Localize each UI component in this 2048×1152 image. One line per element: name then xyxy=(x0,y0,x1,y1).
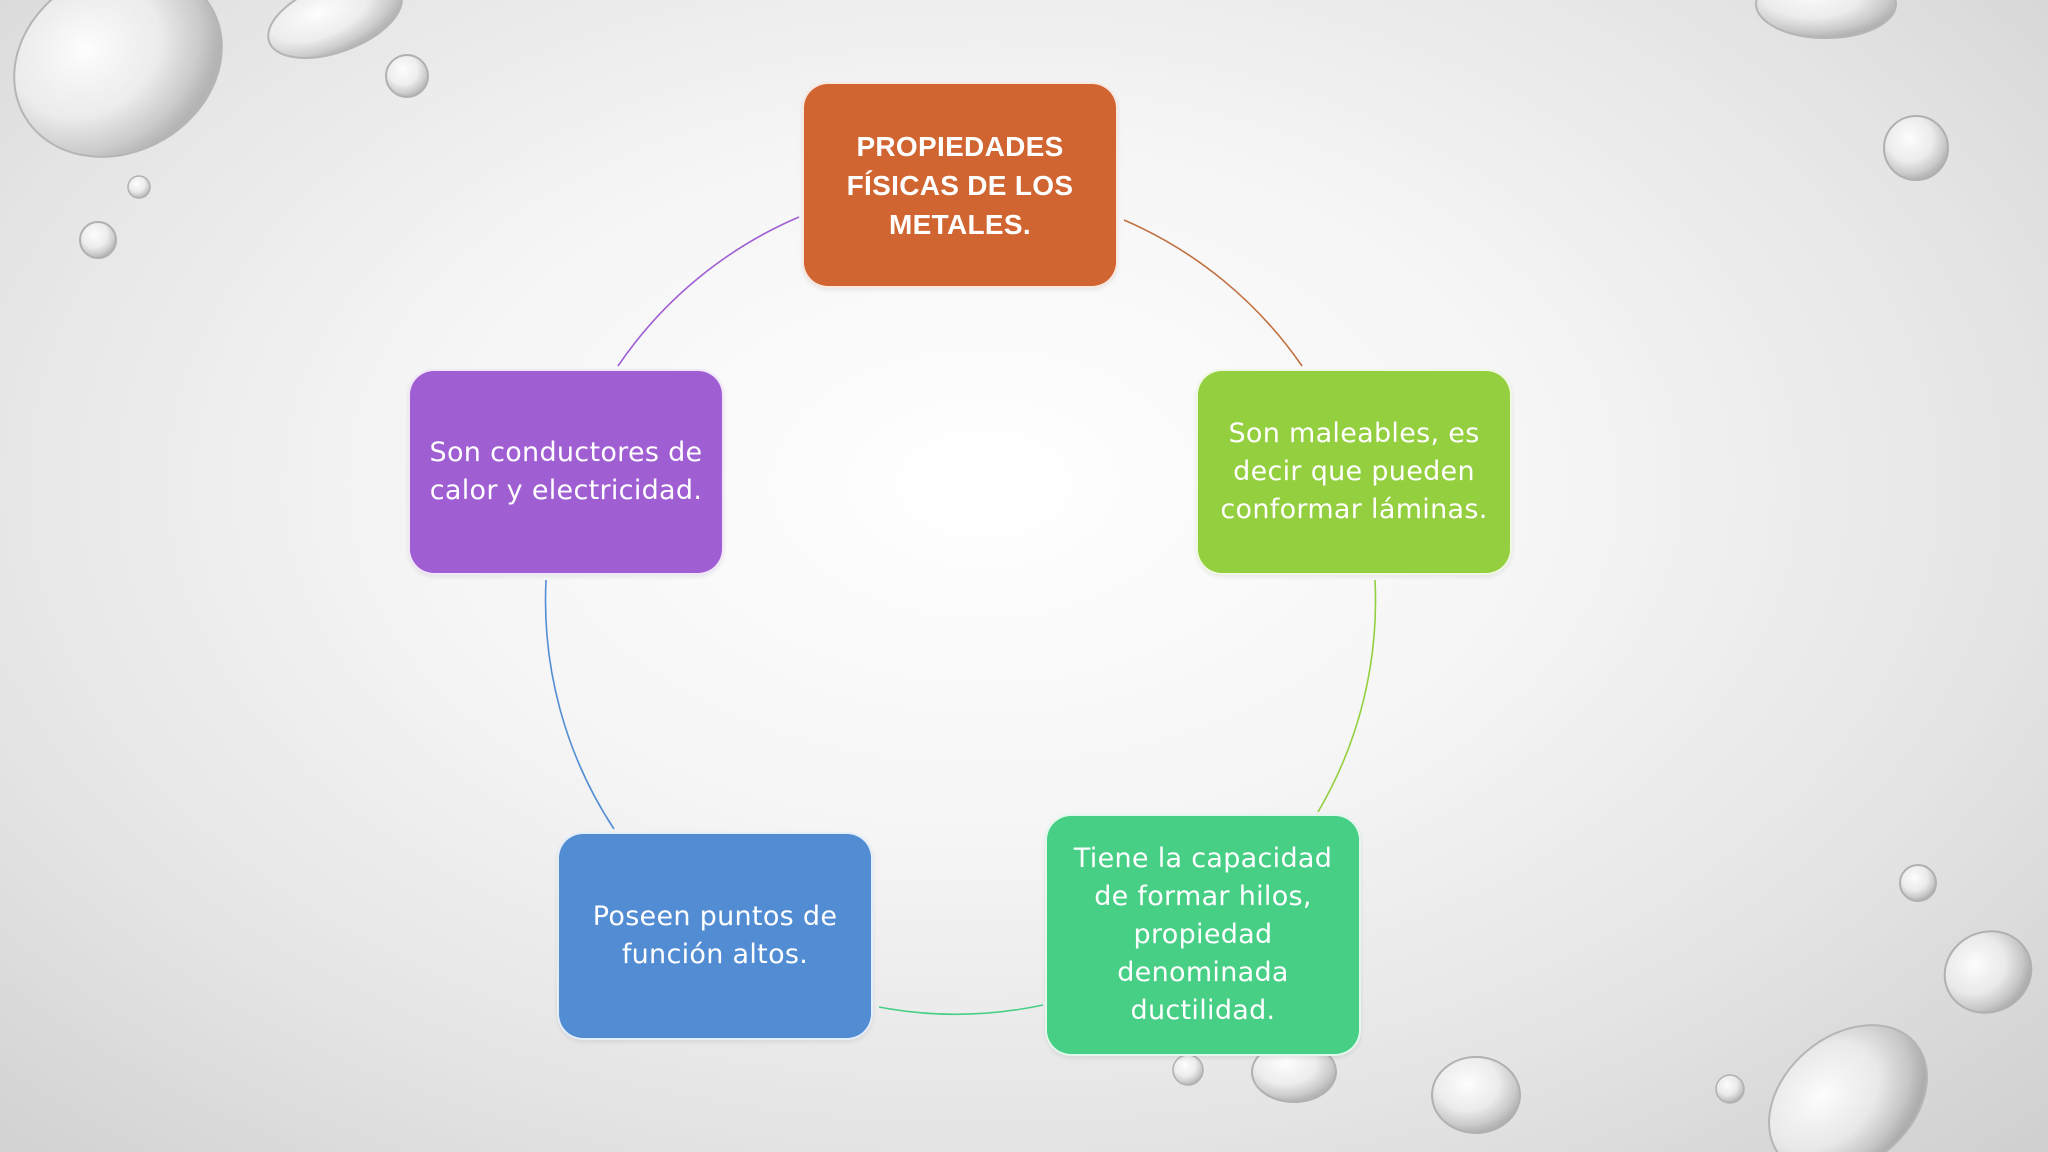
node-text: Son conductores de calor y electricidad. xyxy=(428,434,704,510)
center-node-text: PROPIEDADES FÍSICAS DE LOS METALES. xyxy=(822,127,1098,244)
diagram-node-puntos-de-funcion: Poseen puntos de función altos. xyxy=(557,832,873,1040)
node-text: Tiene la capacidad de formar hilos, prop… xyxy=(1065,840,1341,1030)
diagram-node-maleabilidad: Son maleables, es decir que pueden confo… xyxy=(1196,369,1512,575)
node-text: Poseen puntos de función altos. xyxy=(577,898,853,974)
diagram-center-node: PROPIEDADES FÍSICAS DE LOS METALES. xyxy=(802,82,1118,288)
connector-item-1-to-item-2 xyxy=(1318,580,1376,812)
diagram-node-conductores: Son conductores de calor y electricidad. xyxy=(408,369,724,575)
connector-item-2-to-item-3 xyxy=(879,1005,1043,1014)
node-text: Son maleables, es decir que pueden confo… xyxy=(1216,415,1492,529)
connector-item-4-to-center xyxy=(618,217,799,366)
connector-center-to-item-1 xyxy=(1124,220,1302,366)
diagram-node-ductilidad: Tiene la capacidad de formar hilos, prop… xyxy=(1045,814,1361,1056)
connector-item-3-to-item-4 xyxy=(546,580,614,829)
